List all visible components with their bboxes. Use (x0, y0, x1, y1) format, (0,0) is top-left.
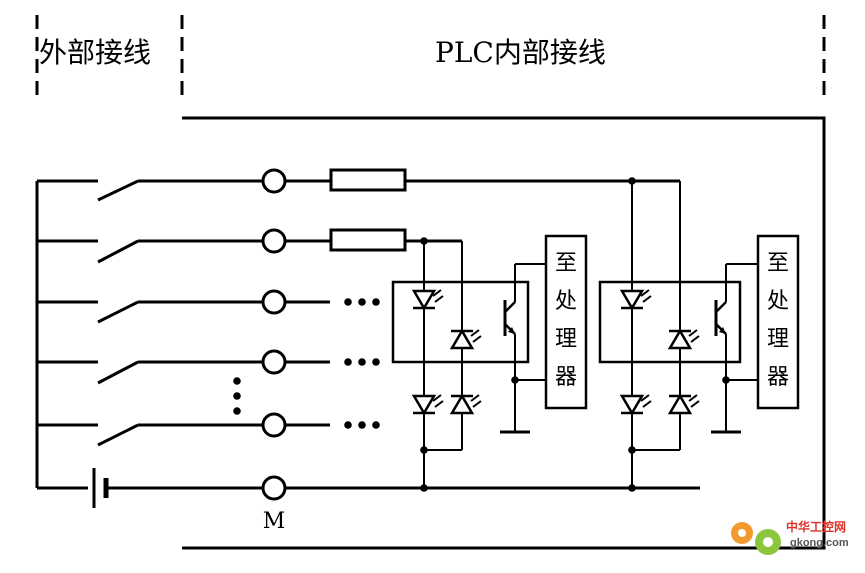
processor-char: 处 (555, 289, 577, 314)
terminal-1 (261, 168, 287, 194)
input-switches (37, 179, 262, 447)
led-icon (667, 393, 701, 415)
led-icon (619, 288, 653, 310)
switch-4 (37, 360, 262, 385)
terminal-4 (261, 349, 287, 375)
processor-char: 至 (555, 251, 577, 276)
switch-3 (37, 300, 262, 324)
processor-char: 器 (767, 365, 789, 390)
terminal-2 (261, 228, 287, 254)
input-terminals (261, 168, 287, 501)
processor-char: 理 (555, 327, 577, 352)
processor-char: 处 (767, 289, 789, 314)
terminal-leads (286, 179, 700, 490)
watermark-url: gkong.com (790, 537, 849, 549)
processor-char: 器 (555, 365, 577, 390)
terminal-5 (261, 412, 287, 438)
processor-char: 理 (767, 327, 789, 352)
phototransistor-icon (503, 298, 517, 338)
header-separators (35, 15, 826, 98)
processor-block-2 (756, 234, 800, 410)
continuation-dots (233, 298, 380, 429)
optocoupler-channel-2 (598, 177, 758, 492)
terminal-common (261, 475, 287, 501)
led-icon (411, 393, 445, 415)
input-resistor-1 (329, 168, 407, 192)
external-circuit (35, 181, 264, 508)
terminal-3 (261, 289, 287, 315)
led-icon (667, 328, 701, 350)
phototransistor-icon (714, 298, 728, 338)
plc-internal-wiring-label: PLC内部接线 (435, 36, 606, 69)
watermark-text: 中华工控网 (786, 519, 846, 534)
optocoupler-box-2 (598, 280, 742, 364)
optocoupler-box-1 (391, 280, 530, 364)
led-icon (619, 393, 653, 415)
led-icon (449, 393, 483, 415)
led-icon (449, 328, 483, 350)
common-terminal-label: M (263, 509, 286, 534)
external-wiring-label: 外部接线 (39, 36, 151, 69)
optocoupler-channel-1 (391, 237, 546, 492)
input-resistor-2 (329, 228, 407, 252)
switch-2 (37, 239, 262, 264)
processor-block-1 (544, 234, 588, 410)
switch-5 (37, 423, 262, 447)
watermark: 中华工控网 gkong.com (731, 519, 849, 555)
led-icon (411, 288, 445, 310)
switch-1 (37, 179, 262, 202)
processor-char: 至 (767, 251, 789, 276)
plc-enclosure (182, 116, 826, 550)
